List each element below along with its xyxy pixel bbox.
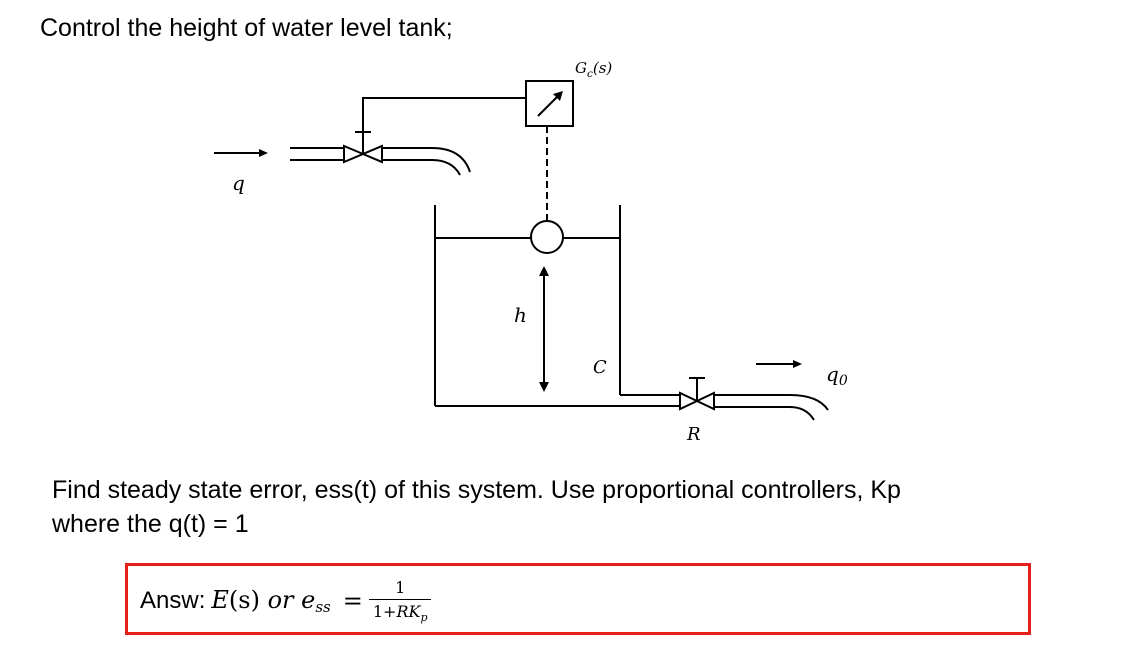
water-tank-diagram: q Gc(s) [214, 59, 848, 445]
question-line-1: Find steady state error, ess(t) of this … [52, 476, 901, 504]
inlet-valve-icon [343, 131, 383, 164]
outflow-arrow [756, 360, 802, 368]
controller-label: Gc(s) [575, 59, 612, 80]
control-signal-line [362, 97, 526, 132]
inflow-arrow [214, 149, 268, 157]
page-heading: Control the height of water level tank; [40, 14, 453, 42]
answer-e-subscript: ss [315, 598, 331, 616]
inflow-label: q [232, 171, 245, 195]
height-label: h [514, 303, 527, 327]
denominator-prefix: 1+ [372, 601, 397, 621]
answer-s: (s) [228, 586, 260, 614]
answer-equals: = [342, 587, 363, 615]
answer-E: E [211, 586, 229, 614]
outflow-label: q0 [826, 362, 848, 389]
float-sensor [530, 220, 564, 254]
answer-label: Answ: [140, 587, 206, 614]
outlet-valve-icon [679, 377, 715, 411]
answer-e: e [301, 586, 316, 614]
fraction-numerator: 1 [368, 578, 432, 600]
outlet-pipe [714, 394, 829, 421]
denominator-subscript: p [420, 611, 428, 625]
question-text: Find steady state error, ess(t) of this … [52, 473, 1092, 541]
height-arrow [539, 266, 549, 392]
fraction-denominator: 1+RKp [373, 600, 428, 624]
answer-lhs: E(s) or ess [211, 586, 330, 616]
answer-or: or [259, 586, 302, 614]
inlet-pipe [290, 147, 471, 176]
denominator-rk: RK [396, 601, 421, 621]
question-line-2: where the q(t) = 1 [52, 510, 249, 538]
answer-box: Answ: E(s) or ess = 1 1+RKp [125, 563, 1031, 635]
capacitance-label: C [593, 357, 607, 378]
resistance-label: R [686, 424, 701, 445]
answer-content: Answ: E(s) or ess = 1 1+RKp [140, 576, 432, 626]
answer-fraction: 1 1+RKp [368, 578, 432, 624]
controller-block [525, 80, 574, 127]
